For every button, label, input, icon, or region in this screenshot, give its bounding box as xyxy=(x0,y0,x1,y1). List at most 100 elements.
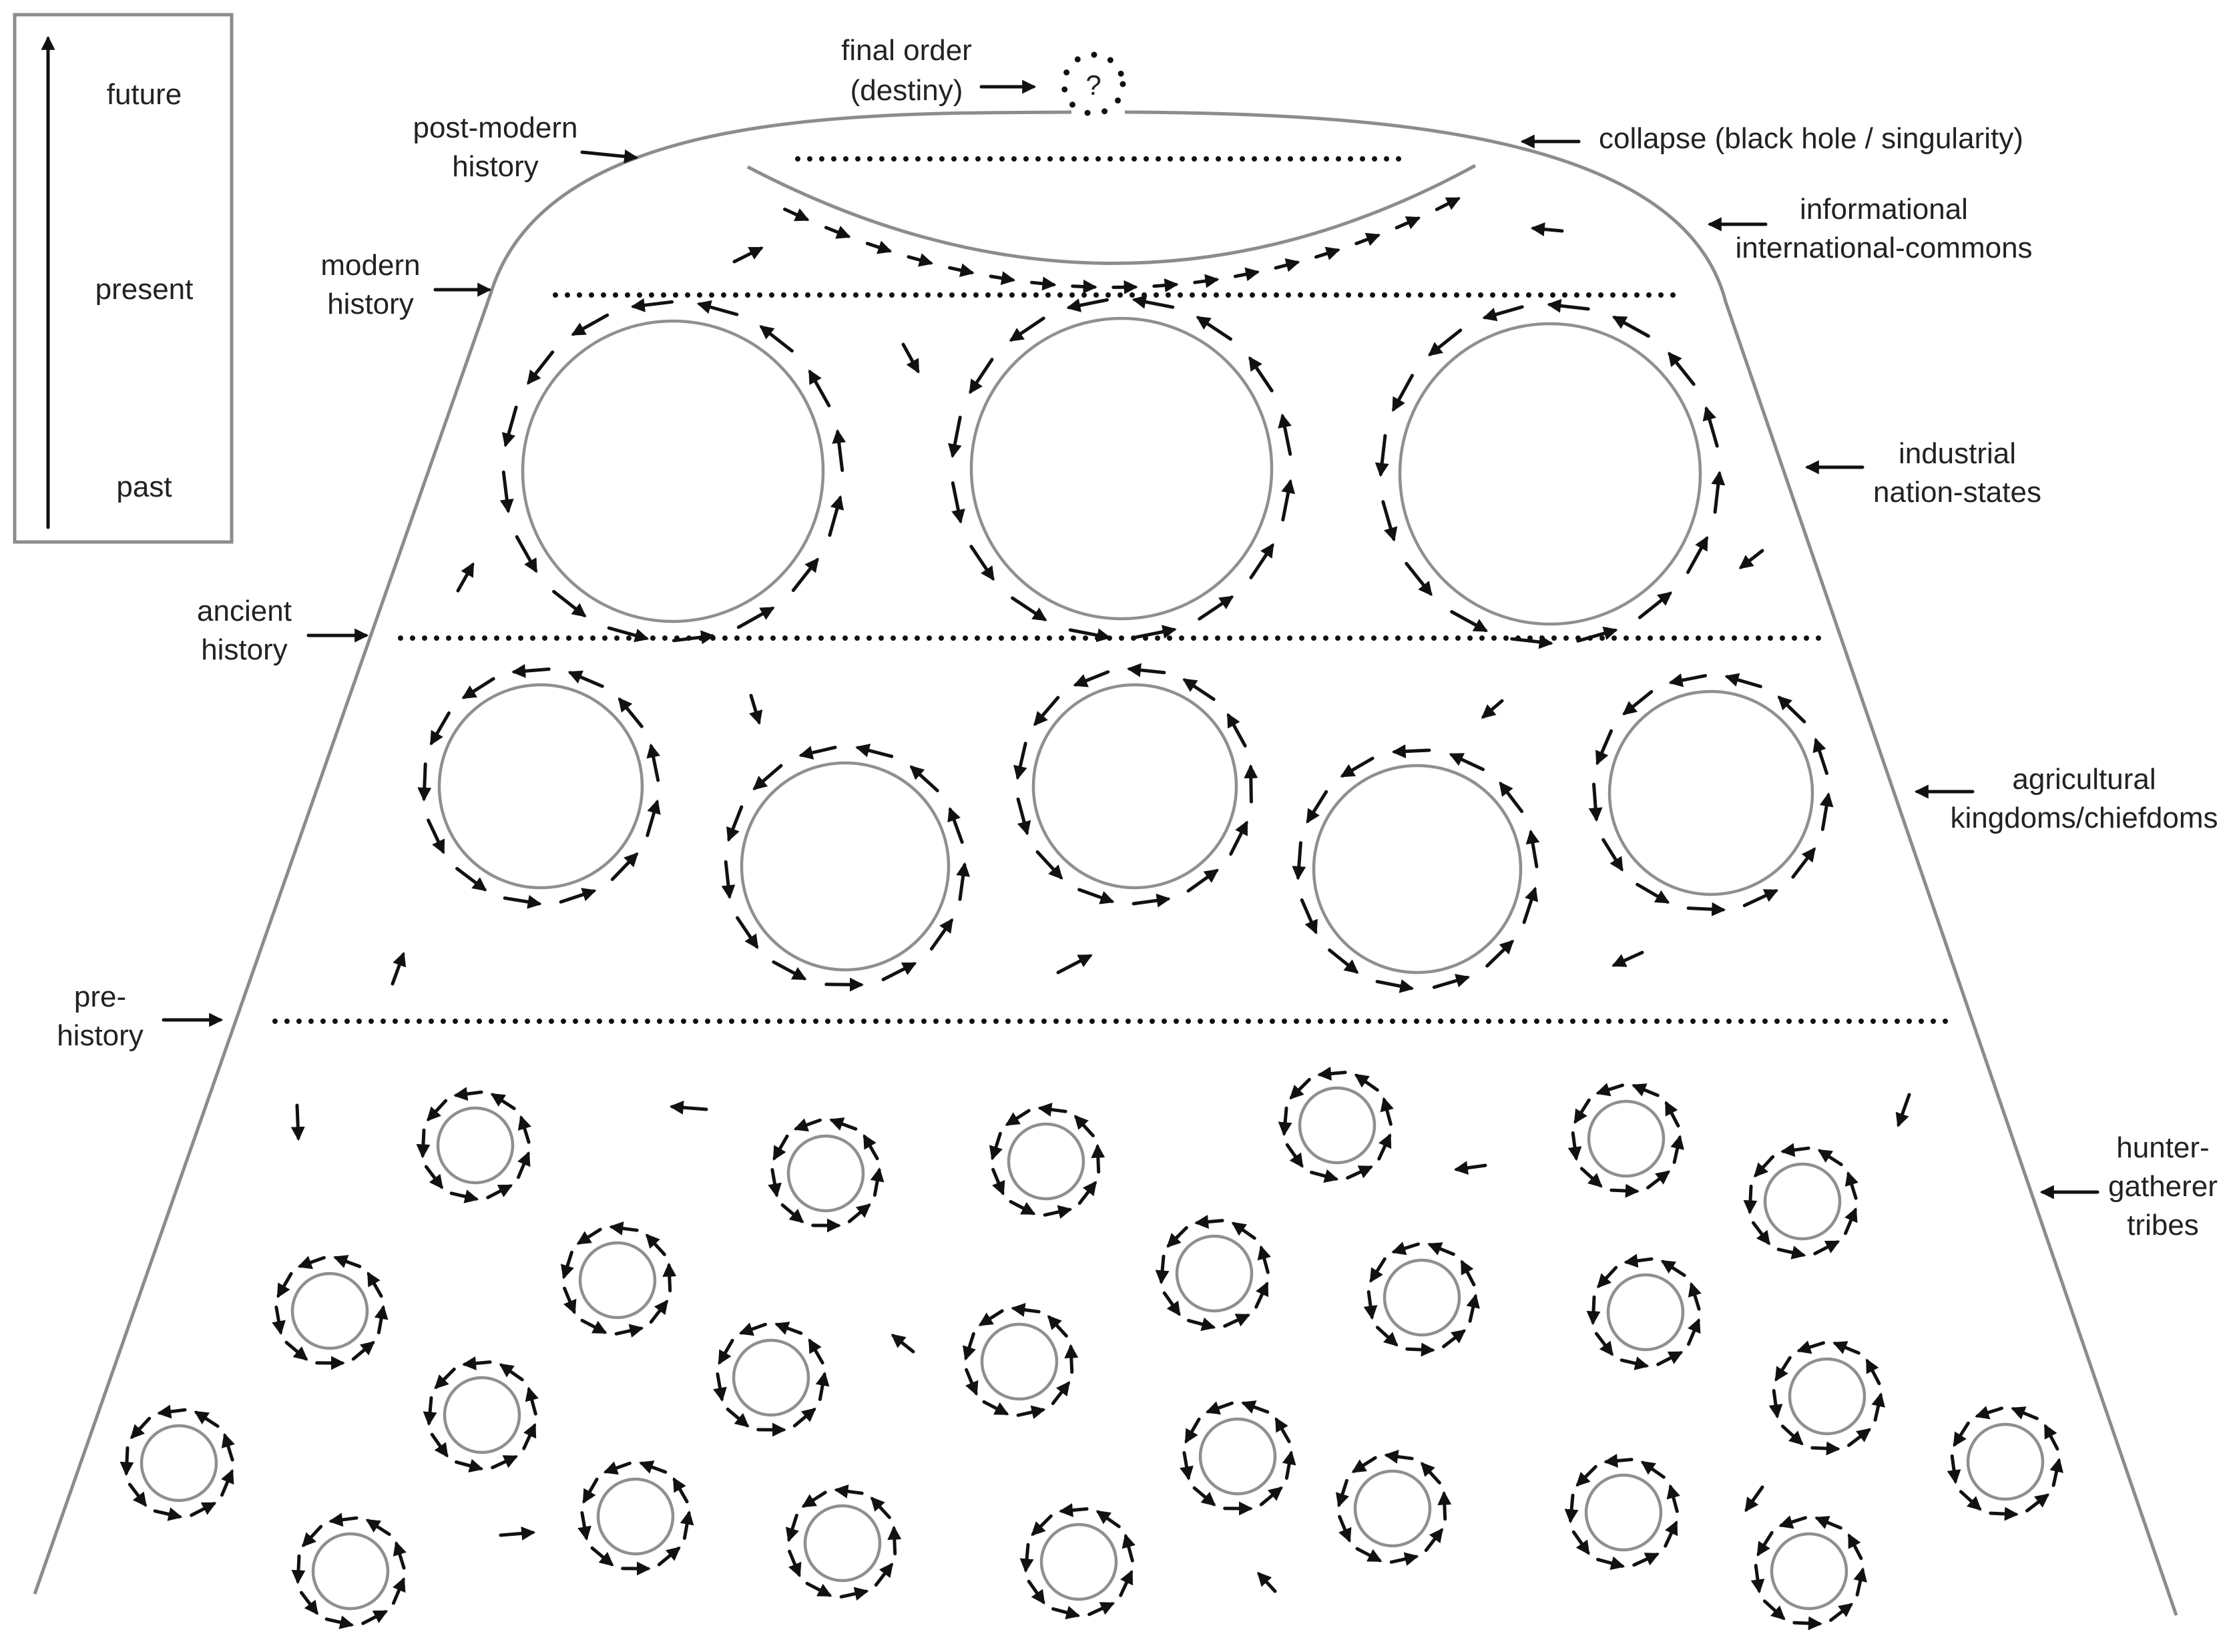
swirl-arrow-icon xyxy=(1380,1097,1394,1126)
swirl-arrow-icon xyxy=(1780,1143,1810,1157)
swirl-arrow-icon xyxy=(515,535,538,573)
swirl-arrow-icon xyxy=(603,1461,632,1475)
swirl-arrow-icon xyxy=(1248,356,1274,392)
swirl-arrow-icon xyxy=(525,1386,539,1416)
hunter-gatherer-tribe-circle xyxy=(1584,1473,1663,1552)
commons-flow-arrow-icon xyxy=(783,208,810,222)
swirl-arrow-icon xyxy=(1354,1073,1379,1092)
swirl-arrow-icon xyxy=(951,481,965,524)
swirl-arrow-icon xyxy=(1668,352,1696,386)
swirl-arrow-icon xyxy=(1768,1389,1783,1419)
swirl-arrow-icon xyxy=(1953,1421,1970,1447)
swirl-arrow-icon xyxy=(1310,1169,1339,1183)
swirl-arrow-icon xyxy=(798,746,837,760)
swirl-arrow-icon xyxy=(1871,1392,1885,1422)
swirl-arrow-icon xyxy=(153,1507,183,1521)
swirl-arrow-icon xyxy=(726,805,744,842)
swirl-arrow-icon xyxy=(969,545,995,581)
swirl-arrow-icon xyxy=(455,866,487,892)
swirl-arrow-icon xyxy=(1127,663,1166,677)
swirl-arrow-icon xyxy=(793,1118,822,1132)
swirl-arrow-icon xyxy=(1375,434,1389,477)
swirl-arrow-icon xyxy=(1777,696,1806,724)
swirl-arrow-icon xyxy=(1596,1556,1626,1571)
swirl-arrow-icon xyxy=(808,369,831,408)
swirl-arrow-icon xyxy=(1391,744,1431,759)
swirl-arrow-icon xyxy=(1162,1291,1181,1316)
swirl-arrow-icon xyxy=(1688,1282,1702,1311)
swirl-arrow-icon xyxy=(832,429,846,473)
swirl-arrow-icon xyxy=(1636,882,1670,904)
label-ancient-history: history xyxy=(201,633,288,666)
swirl-arrow-icon xyxy=(805,1581,832,1597)
swirl-arrow-icon xyxy=(1205,1401,1234,1415)
swirl-arrow-icon xyxy=(297,1256,326,1270)
destiny-symbol: ? xyxy=(1061,51,1126,117)
swirl-arrow-icon xyxy=(874,1563,893,1587)
swirl-arrow-icon xyxy=(768,1168,782,1198)
drift-arrow-icon xyxy=(456,562,475,593)
swirl-arrow-icon xyxy=(1259,1486,1283,1506)
label-post-modern-history: history xyxy=(452,150,539,183)
swirl-arrow-icon xyxy=(1375,1326,1399,1347)
hunter-gatherer-tribe-circle xyxy=(1770,1532,1848,1611)
swirl-arrow-icon xyxy=(1666,1484,1680,1513)
commons-flow-arrow-icon xyxy=(907,253,934,267)
swirl-arrow-icon xyxy=(1231,1221,1256,1240)
swirl-arrow-icon xyxy=(1762,1599,1786,1621)
hunter-gatherer-tribe-circle xyxy=(1175,1234,1254,1313)
swirl-arrow-icon xyxy=(834,1484,864,1498)
drift-arrow-icon xyxy=(1611,950,1644,967)
swirl-arrow-icon xyxy=(291,1554,306,1585)
swirl-arrow-icon xyxy=(791,557,819,592)
swirl-arrow-icon xyxy=(1813,1240,1840,1256)
swirl-arrow-icon xyxy=(1449,753,1485,772)
swirl-arrow-icon xyxy=(1122,1533,1136,1563)
swirl-arrow-icon xyxy=(1601,838,1624,872)
swirl-arrow-icon xyxy=(1427,1242,1455,1256)
swirl-arrow-icon xyxy=(726,1407,750,1428)
swirl-arrow-icon xyxy=(1865,1358,1881,1386)
swirl-arrow-icon xyxy=(1424,1528,1443,1553)
swirl-arrow-icon xyxy=(453,1087,483,1101)
label-hunter: hunter- xyxy=(2116,1131,2209,1164)
hunter-gatherer-tribe-circle xyxy=(1788,1357,1867,1436)
swirl-arrow-icon xyxy=(772,960,807,981)
swirl-arrow-icon xyxy=(1027,1579,1045,1605)
swirl-arrow-icon xyxy=(752,764,783,790)
hunter-gatherer-tribe-circle xyxy=(1198,1417,1277,1496)
swirl-arrow-icon xyxy=(1389,1552,1419,1566)
swirl-arrow-icon xyxy=(1300,898,1318,934)
swirl-arrow-icon xyxy=(713,1372,727,1402)
swirl-arrow-icon xyxy=(862,1134,879,1161)
swirl-arrow-icon xyxy=(590,1546,614,1567)
swirl-arrow-icon xyxy=(1796,1340,1825,1354)
label-nation-states: nation-states xyxy=(1873,476,2041,509)
swirl-arrow-icon xyxy=(630,298,674,312)
hunter-gatherer-tribe-circle xyxy=(140,1424,218,1502)
swirl-arrow-icon xyxy=(1638,591,1672,619)
swirl-arrow-icon xyxy=(948,415,962,459)
drift-arrow-icon xyxy=(749,694,763,726)
label-international-commons: international-commons xyxy=(1735,232,2032,264)
agricultural-kingdom-circle xyxy=(1607,690,1814,896)
swirl-arrow-icon xyxy=(772,1134,789,1161)
swirl-arrow-icon xyxy=(1391,1242,1420,1256)
drift-arrow-icon xyxy=(1744,1485,1764,1512)
swirl-arrow-icon xyxy=(1780,1424,1804,1446)
label-post-modern: post-modern xyxy=(413,111,577,144)
drift-arrow-icon xyxy=(1257,1571,1277,1593)
hunter-gatherer-tribe-circle xyxy=(1298,1086,1377,1165)
swirl-arrow-icon xyxy=(567,670,604,688)
drift-arrow-icon xyxy=(732,246,764,264)
swirl-arrow-icon xyxy=(1810,1441,1840,1456)
swirl-arrow-icon xyxy=(1066,298,1109,312)
swirl-arrow-icon xyxy=(527,350,555,385)
drift-arrow-icon xyxy=(290,1103,305,1141)
swirl-arrow-icon xyxy=(1573,1098,1591,1124)
label-modern-history: history xyxy=(327,288,414,320)
swirl-arrow-icon xyxy=(1575,1464,1597,1487)
swirl-arrow-icon xyxy=(1285,1143,1304,1168)
swirl-arrow-icon xyxy=(1274,1417,1291,1444)
commons-flow-arrow-icon xyxy=(1152,278,1179,292)
